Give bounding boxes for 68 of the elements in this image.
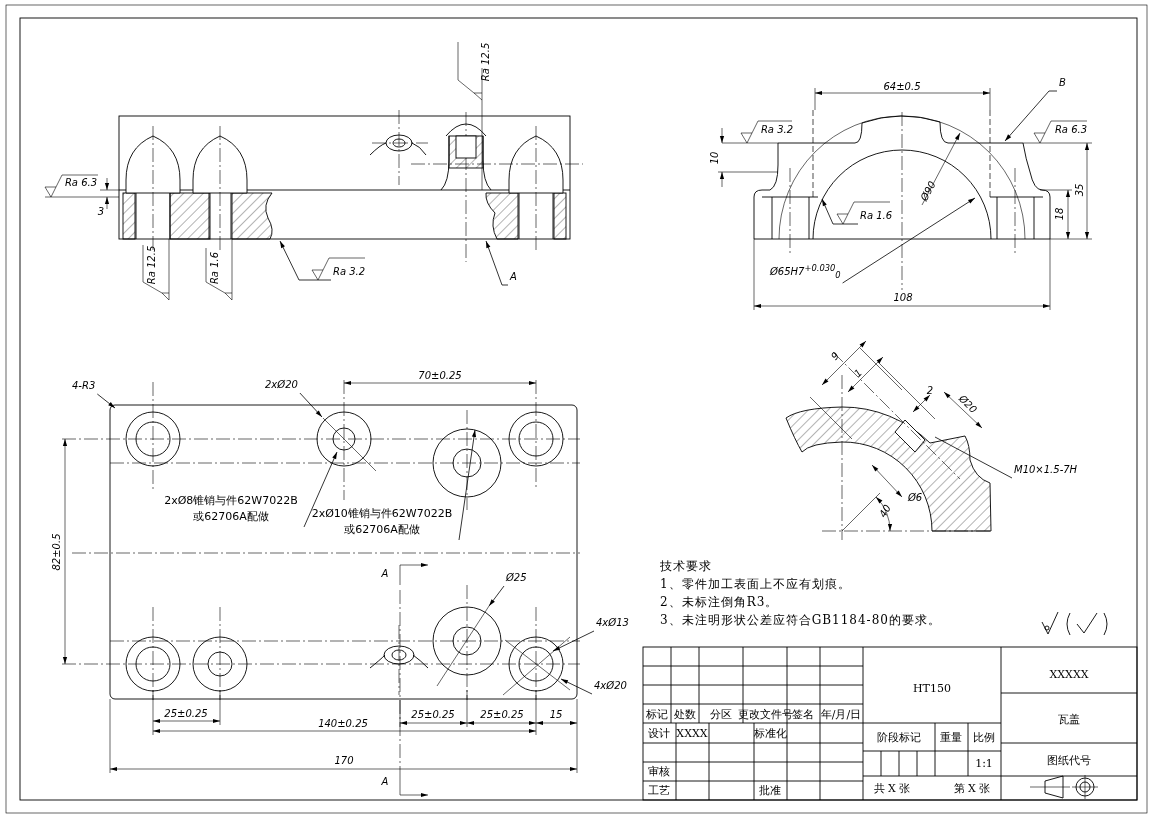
title-block-text: 处数 (674, 706, 696, 722)
dimension-text: 1 (851, 366, 865, 380)
title-block-text: 瓦盖 (1058, 711, 1080, 727)
dimension-text: 108 (893, 291, 913, 303)
callout-text: 4-R3 (70, 380, 98, 394)
dimension-text: 140±0.25 (318, 717, 368, 729)
dimension-text: 25±0.25 (480, 708, 524, 720)
title-block-text: XXXX (676, 726, 708, 740)
dimension-text: 3 (97, 205, 105, 217)
dimension-text: 40 (877, 502, 893, 520)
dimension-text: 82±0.5 (50, 533, 62, 571)
title-block-text: 更改文件号 (737, 706, 793, 722)
callout-text: Ø25 (504, 572, 529, 586)
roughness-value: Ra 1.6 (208, 251, 220, 285)
title-block-text: 重量 (940, 729, 962, 745)
callout-text: 2xØ10锥销与件62W7022B或62706A配做 (305, 506, 459, 540)
roughness-value: Ra 6.3 (64, 176, 98, 188)
dimension-text: 10 (708, 151, 720, 165)
dimension-text: 15 (549, 708, 563, 720)
dimension-text: 64±0.5 (883, 80, 921, 92)
title-block-text: 分区 (710, 706, 732, 722)
dimension-text: Ø20 (956, 392, 980, 416)
title-block-text: 共 X 张 (873, 780, 911, 796)
dimension-text: 9 (828, 349, 842, 363)
leader-line (934, 436, 1013, 479)
note-text: 2、未标注倒角R3。 (660, 593, 779, 611)
dimension-text: 170 (334, 754, 354, 766)
roughness-value: Ra 12.5 (145, 245, 157, 285)
callout-text: 2xØ20 (263, 379, 300, 393)
dimension-text: 25±0.25 (164, 707, 208, 719)
note-text: 3、未注明形状公差应符合GB1184-80的要求。 (660, 611, 941, 629)
dimension-text: Ø90 (918, 179, 938, 203)
note-text: 1、零件加工表面上不应有划痕。 (660, 575, 851, 593)
section-label: A (381, 567, 389, 579)
dimension-text: 35 (1073, 183, 1085, 197)
title-block-text: 设计 (648, 725, 670, 741)
title-block-text: 标记 (646, 706, 668, 722)
title-block-text: 阶段标记 (877, 729, 921, 745)
callout-text: B (1057, 77, 1068, 91)
title-block-text: 标准化 (753, 725, 787, 741)
dimension-text: 70±0.25 (418, 369, 462, 381)
title-block-text: HT150 (913, 681, 951, 695)
title-block-text: 批准 (759, 782, 781, 798)
roughness-value: Ra 12.5 (479, 42, 491, 82)
title-block-text: 比例 (973, 729, 995, 745)
callout-text: M10×1.5-7H (1012, 464, 1080, 478)
title-block-text: XXXXX (1049, 667, 1089, 681)
dimension-text: 18 (1053, 207, 1065, 221)
dimension-text: 2 (926, 384, 934, 396)
title-block-text: 年/月/日 (820, 706, 862, 722)
roughness-value: Ra 3.2 (760, 123, 794, 135)
title-block-text: 图纸代号 (1047, 752, 1091, 768)
callout-text: Ra 3.2 (331, 266, 368, 280)
section-label: A (381, 775, 389, 787)
callout-text: 4xØ20 (592, 680, 629, 694)
title-block-text: 工艺 (648, 782, 670, 798)
dimension-text: 25±0.25 (411, 708, 455, 720)
title-block-text: 1:1 (975, 756, 993, 770)
callout-text: Ra 1.6 (858, 210, 895, 224)
callout-text: A (508, 271, 519, 285)
notes-heading: 技术要求 (660, 557, 712, 575)
dimension-text: Ø6 (907, 491, 923, 503)
callout-text: 2xØ8锥销与件62W7022B或62706A配做 (158, 493, 304, 527)
title-block-text: 签名 (792, 706, 814, 722)
roughness-value: Ra 6.3 (1054, 123, 1088, 135)
title-block-text: 审核 (648, 763, 670, 779)
callout-text: 4xØ13 (594, 617, 631, 631)
title-block-text: 第 X 张 (953, 780, 991, 796)
